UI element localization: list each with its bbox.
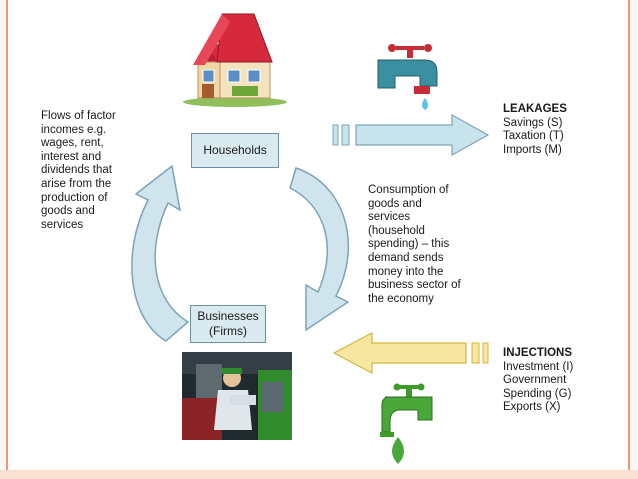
consumption-line: Consumption of (368, 184, 449, 196)
slide-border-left (6, 0, 8, 479)
businesses-label-line1: Businesses (197, 309, 259, 323)
leakages-title: LEAKAGES (503, 103, 567, 115)
consumption-line: services (368, 211, 411, 224)
slide-border-right (628, 0, 630, 479)
injection-item: Government (503, 374, 567, 387)
households-label: Households (203, 143, 267, 157)
households-box: Households (191, 133, 279, 168)
factor-incomes-line: services (41, 218, 84, 231)
house-icon (183, 13, 287, 107)
injections-title: INJECTIONS (503, 347, 573, 359)
consumption-line: spending) – this (368, 238, 450, 251)
factor-incomes-line: dividends that (41, 164, 112, 177)
factor-incomes-line: wages, rent, (41, 137, 104, 150)
blue-tap-icon (377, 44, 438, 110)
factor-incomes-text: Flows of factor incomes e.g. wages, rent… (41, 110, 116, 232)
consumption-text: Consumption of goods and services (house… (368, 184, 461, 306)
consumption-line: goods and (368, 197, 422, 210)
consumption-line: business sector of (368, 279, 461, 292)
consumption-line: (household (368, 224, 425, 237)
injection-item: Investment (I) (503, 360, 574, 373)
leakage-arrow (332, 113, 490, 157)
diagram-canvas (10, 0, 626, 469)
factor-incomes-line: goods and (41, 205, 95, 218)
spending-curved-arrow (289, 167, 350, 332)
factor-incomes-line: production of (41, 191, 108, 204)
businesses-label-line2: (Firms) (209, 324, 247, 338)
injection-item: Exports (X) (503, 401, 561, 414)
injections-block: INJECTIONS Investment (I) Government Spe… (503, 347, 573, 415)
businesses-box: Businesses (Firms) (190, 305, 266, 343)
consumption-line: the economy (368, 292, 434, 305)
leakage-item: Savings (S) (503, 116, 563, 129)
leakage-item: Taxation (T) (503, 130, 564, 143)
factor-income-curved-arrow (131, 164, 190, 342)
mechanic-photo (182, 352, 292, 440)
injection-arrow (332, 332, 489, 374)
factor-incomes-line: interest and (41, 150, 102, 163)
slide-border-bottom (0, 470, 638, 479)
factor-incomes-line: arise from the (41, 177, 112, 190)
factor-incomes-line: incomes e.g. (41, 123, 107, 136)
leakage-item: Imports (M) (503, 143, 562, 156)
consumption-line: demand sends (368, 251, 444, 264)
green-tap-icon (380, 383, 433, 464)
consumption-line: money into the (368, 265, 444, 278)
factor-incomes-line: Flows of factor (41, 110, 116, 122)
injection-item: Spending (G) (503, 387, 572, 400)
leakages-block: LEAKAGES Savings (S) Taxation (T) Import… (503, 103, 567, 157)
